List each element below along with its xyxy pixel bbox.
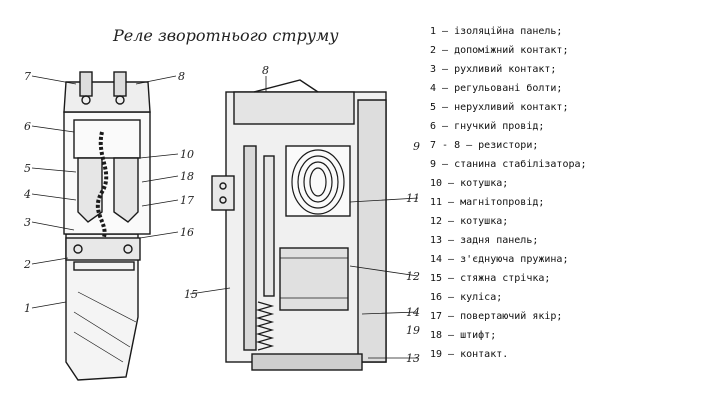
callout-number: 16 — [180, 226, 194, 239]
legend-item: 12 – котушка; — [430, 216, 509, 227]
legend-item: 4 – регульовані болти; — [430, 83, 563, 94]
legend-item: 19 – контакт. — [430, 349, 509, 360]
callout-number: 14 — [406, 306, 420, 319]
legend-item: 1 – ізоляційна панель; — [430, 26, 563, 37]
callout-number: 13 — [406, 352, 420, 365]
callout-number: 4 — [23, 188, 31, 201]
callout-number: 8 — [262, 64, 269, 77]
legend-item: 2 – допоміжний контакт; — [430, 45, 569, 56]
callout-number: 18 — [180, 170, 194, 183]
callout-number: 7 — [24, 70, 31, 83]
callout-number: 11 — [406, 192, 420, 205]
legend-item: 7 - 8 – резистори; — [430, 140, 539, 151]
legend-item: 16 – куліса; — [430, 292, 503, 303]
slide-title: Реле зворотнього струму — [113, 26, 339, 45]
callout-number: 17 — [180, 194, 194, 207]
callout-number: 3 — [24, 216, 31, 229]
legend-item: 3 – рухливий контакт; — [430, 64, 557, 75]
legend-item: 14 – з'єднуюча пружина; — [430, 254, 569, 265]
callout-number: 12 — [406, 270, 420, 283]
right-view — [189, 76, 419, 371]
legend-item: 13 – задня панель; — [430, 235, 539, 246]
callout-number: 10 — [180, 148, 194, 161]
relay-drawing: 7 8 6 10 5 18 4 17 3 16 2 1 8 9 11 15 13… — [23, 64, 420, 381]
legend-item: 9 – станина стабілізатора; — [430, 159, 587, 170]
callout-labels: 7 8 6 10 5 18 4 17 3 16 2 1 8 9 11 15 13… — [23, 64, 420, 365]
callout-number: 6 — [24, 120, 31, 133]
callout-number: 5 — [24, 162, 31, 175]
legend-item: 11 – магнітопровід; — [430, 197, 545, 208]
callout-number: 9 — [413, 140, 420, 153]
legend-item: 10 – котушка; — [430, 178, 509, 189]
legend-item: 5 – нерухливий контакт; — [430, 102, 569, 113]
callout-number: 1 — [24, 302, 31, 315]
callout-number: 8 — [178, 70, 185, 83]
callout-number: 15 — [184, 288, 198, 301]
legend-item: 18 – штифт; — [430, 330, 497, 341]
left-view — [31, 71, 179, 381]
callout-number: 2 — [23, 258, 31, 271]
callout-number: 19 — [406, 324, 420, 337]
legend-item: 17 – повертаючий якір; — [430, 311, 563, 322]
legend-item: 6 – гнучкий провід; — [430, 121, 545, 132]
legend-item: 15 – стяжна стрічка; — [430, 273, 551, 284]
